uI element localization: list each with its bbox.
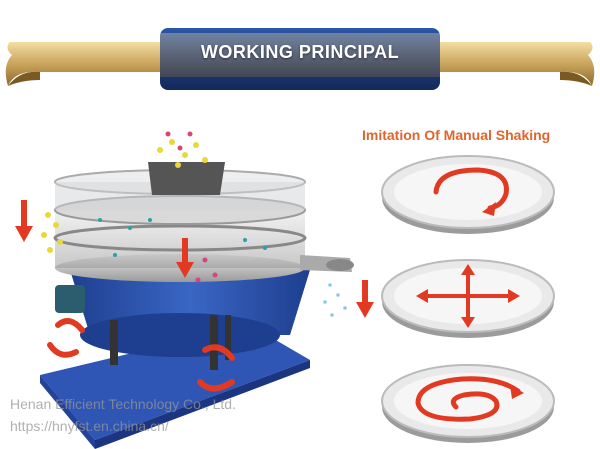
spiral-motion-icon bbox=[381, 364, 555, 443]
tumbler-sieve-machine-image bbox=[15, 131, 374, 449]
motion-heading: Imitation Of Manual Shaking bbox=[362, 127, 551, 143]
watermark-company: Henan Efficient Technology Co., Ltd. bbox=[10, 396, 236, 412]
cross-motion-icon bbox=[381, 259, 555, 338]
circular-motion-icon bbox=[381, 155, 555, 234]
banner-ribbon bbox=[5, 28, 595, 90]
watermark-url: https://hnyfst.en.china.cn/ bbox=[10, 418, 169, 434]
banner-title: WORKING PRINCIPAL bbox=[200, 42, 400, 62]
